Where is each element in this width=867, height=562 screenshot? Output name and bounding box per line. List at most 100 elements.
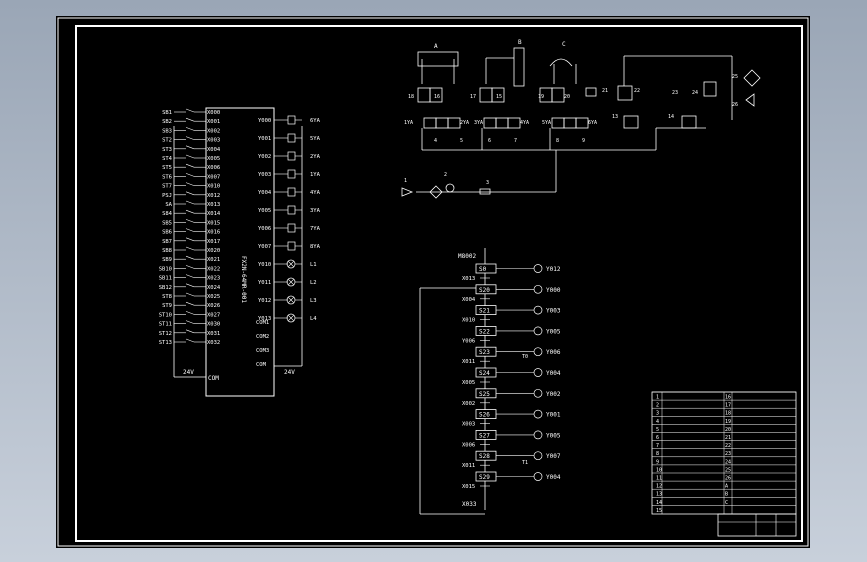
sfc-transition-cond: X003 — [462, 422, 475, 428]
plc-model: FX2N-64MR-001 — [240, 256, 247, 303]
sfc-init: M8002 — [458, 253, 476, 260]
bom-item-number: 12 — [656, 484, 662, 490]
plc-input-label: ST9 — [162, 303, 172, 309]
plc-input-label: ST6 — [162, 174, 172, 180]
bom-item-number: A — [725, 484, 728, 490]
sfc-step-output: Y004 — [546, 370, 561, 377]
plc-com-in: COM — [208, 375, 219, 382]
sfc-step-label: S20 — [479, 287, 490, 294]
relay-coil — [287, 169, 296, 179]
plc-input-address: X005 — [207, 156, 220, 162]
solenoid-label: 3YA — [474, 120, 483, 126]
bom-item-number: 10 — [656, 467, 662, 473]
plc-input-label: ST5 — [162, 165, 172, 171]
plc-com-terminal: COM3 — [256, 348, 269, 354]
bom-item-number: 1 — [656, 395, 659, 401]
relay-coil — [287, 223, 296, 233]
port-number: 7 — [514, 138, 517, 144]
plc-input-label: SB10 — [159, 266, 172, 272]
bom-item-number: 25 — [725, 467, 731, 473]
relay-coil — [287, 241, 296, 251]
component-number: 23 — [672, 90, 678, 96]
port-number: 8 — [556, 138, 559, 144]
sfc-output-coil — [533, 409, 543, 419]
sfc-step-output: Y003 — [546, 308, 561, 315]
plc-input-label: PSJ — [162, 193, 172, 199]
plc-input-label: SA — [165, 202, 172, 208]
plc-input-address: X015 — [207, 220, 220, 226]
plc-input-address: X000 — [207, 110, 220, 116]
plc-output-label: 2YA — [310, 154, 321, 160]
plc-com-terminal: COM — [256, 362, 267, 368]
relay-coil — [287, 115, 296, 125]
bom-item-number: 11 — [656, 476, 662, 482]
component-number: 2 — [444, 172, 447, 178]
bom-item-number: C — [725, 500, 728, 506]
sfc-step-label: S27 — [479, 432, 490, 439]
bom-item-number: 21 — [725, 435, 731, 441]
solenoid-label: 1YA — [404, 120, 413, 126]
plc-output-label: 1YA — [310, 172, 321, 178]
sfc-output-coil — [533, 472, 543, 481]
sfc-step-label: S23 — [479, 349, 490, 356]
bom-item-number: 19 — [725, 419, 731, 425]
sfc-timer-0: T0 — [522, 354, 528, 360]
plc-output-address: Y002 — [258, 154, 271, 160]
bom-item-number: 9 — [656, 459, 659, 465]
bom-item-number: 13 — [656, 492, 662, 498]
parts-list-table: 1234567891011121314151617181920212223242… — [651, 391, 797, 537]
plc-input-address: X030 — [207, 322, 220, 328]
component-number: 14 — [668, 114, 674, 120]
sfc-step-label: S28 — [479, 453, 490, 460]
plc-input-label: SB9 — [162, 257, 172, 263]
sfc-step-output: Y007 — [546, 453, 561, 460]
plc-output-label: 3YA — [310, 208, 321, 214]
plc-output-label: 7YA — [310, 226, 321, 232]
sfc-transition-cond: X006 — [462, 442, 475, 448]
plc-input-address: X014 — [207, 211, 221, 217]
component-number: 13 — [612, 114, 618, 120]
relay-coil — [287, 205, 296, 215]
plc-body — [205, 107, 275, 397]
plc-output-address: Y003 — [258, 172, 271, 178]
sfc-step-output: Y004 — [546, 474, 561, 481]
plc-com-terminal: COM1 — [256, 320, 269, 326]
plc-output-label: L4 — [310, 316, 317, 322]
plc-input-address: X031 — [207, 331, 220, 337]
component-number: 3 — [486, 180, 489, 186]
cylinder-label: B — [518, 39, 522, 46]
plc-output-address: Y007 — [258, 244, 271, 250]
sfc-step-output: Y002 — [546, 391, 561, 398]
bom-item-number: 23 — [725, 451, 731, 457]
plc-output-label: L2 — [310, 280, 317, 286]
plc-output-address: Y001 — [258, 136, 271, 142]
plc-input-address: X010 — [207, 184, 220, 190]
sfc-output-coil — [533, 264, 543, 273]
solenoid-label: 4YA — [520, 120, 529, 126]
plc-input-address: X025 — [207, 294, 220, 300]
component-number: 18 — [408, 94, 414, 100]
plc-com-terminal: COM2 — [256, 334, 269, 340]
bom-item-number: 20 — [725, 427, 731, 433]
pneumatic-circuit — [401, 47, 761, 199]
bom-item-number: 3 — [656, 411, 659, 417]
sfc-transition-cond: Y006 — [462, 338, 475, 344]
plc-input-label: SB6 — [162, 230, 172, 236]
plc-input-label: SB8 — [162, 248, 172, 254]
sfc-output-coil — [533, 430, 543, 440]
sfc-extra-cond: X033 — [462, 501, 477, 508]
bom-item-number: 15 — [656, 508, 662, 514]
inner-frame — [75, 25, 803, 542]
plc-input-label: ST2 — [162, 138, 172, 144]
relay-coil — [287, 133, 296, 143]
sfc-step-output: Y012 — [546, 266, 561, 273]
sfc-transition-cond: X004 — [462, 297, 476, 303]
plc-input-address: X012 — [207, 193, 220, 199]
